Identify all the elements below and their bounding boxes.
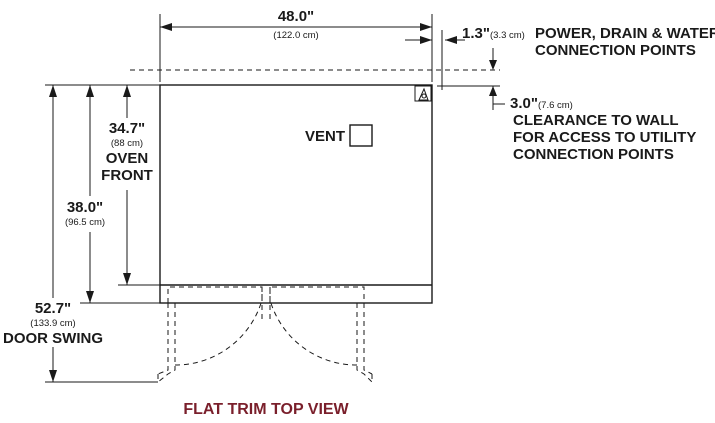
width-value: 48.0" (278, 8, 314, 25)
wall-clearance-dimension (437, 85, 505, 110)
oven-front-label2: FRONT (101, 167, 153, 184)
door-swing-value: 52.7" (35, 300, 71, 317)
wall-clearance-label2: FOR ACCESS TO UTILITY (513, 129, 696, 146)
oven-front-dimension (118, 84, 160, 286)
width-dimension (159, 14, 433, 82)
utility-label-line2: CONNECTION POINTS (535, 42, 696, 59)
vent-label: VENT (305, 128, 345, 145)
depth-metric: (96.5 cm) (65, 217, 105, 228)
oven-front-metric: (88 cm) (111, 138, 143, 149)
utility-offset-value: 1.3" (462, 25, 490, 42)
door-swing-metric: (133.9 cm) (30, 318, 75, 329)
oven-body (159, 84, 433, 304)
utility-offset-metric: (3.3 cm) (490, 30, 525, 41)
door-swing-outline (157, 286, 373, 383)
wall-clearance-label1: CLEARANCE TO WALL (513, 112, 679, 129)
width-metric: (122.0 cm) (273, 30, 318, 41)
utility-offset-dimension (405, 30, 497, 90)
wall-clearance-value: 3.0" (510, 95, 538, 112)
depth-dimension (80, 84, 160, 304)
door-swing-dimension (45, 84, 158, 383)
door-swing-label: DOOR SWING (3, 330, 103, 347)
diagram-caption: FLAT TRIM TOP VIEW (183, 401, 349, 418)
utility-label-line1: POWER, DRAIN & WATER (535, 25, 715, 42)
wall-clearance-metric: (7.6 cm) (538, 100, 573, 111)
oven-front-label1: OVEN (106, 150, 149, 167)
vent-icon (349, 124, 373, 147)
utility-connection-icon (414, 85, 432, 102)
depth-value: 38.0" (67, 199, 103, 216)
wall-clearance-label3: CONNECTION POINTS (513, 146, 674, 163)
oven-front-value: 34.7" (109, 120, 145, 137)
